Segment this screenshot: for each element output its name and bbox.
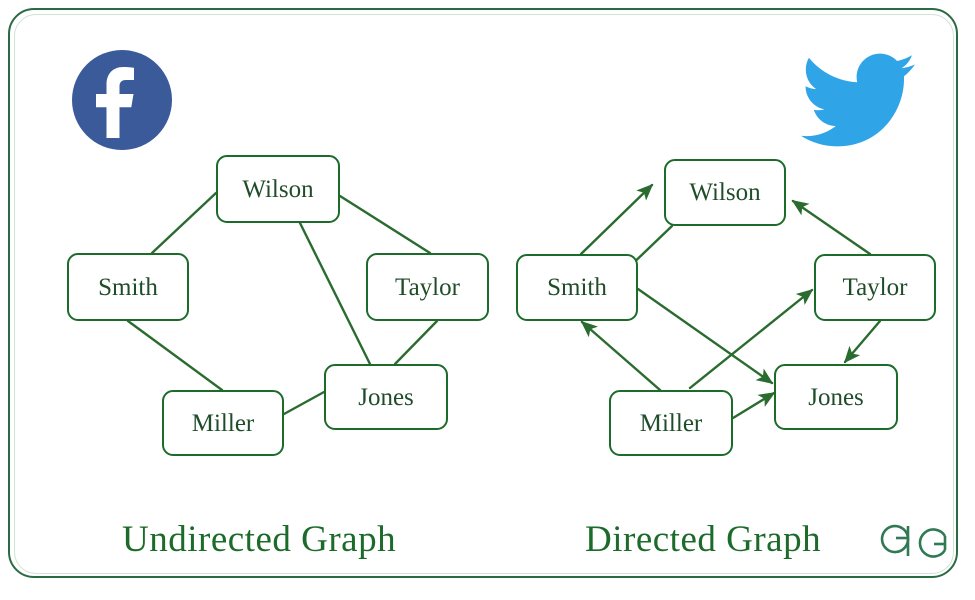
facebook-f-icon: [96, 67, 134, 138]
node-label: Wilson: [689, 179, 761, 206]
node-undirected-jones[interactable]: Jones: [324, 364, 448, 430]
facebook-logo: [72, 50, 172, 150]
node-undirected-miller[interactable]: Miller: [162, 390, 284, 456]
caption-undirected-graph: Undirected Graph: [122, 519, 397, 560]
node-label: Smith: [547, 274, 607, 301]
node-directed-jones[interactable]: Jones: [774, 364, 898, 430]
node-label: Taylor: [842, 274, 908, 301]
node-undirected-taylor[interactable]: Taylor: [366, 253, 489, 321]
node-directed-miller[interactable]: Miller: [609, 390, 733, 456]
node-directed-wilson[interactable]: Wilson: [664, 159, 786, 226]
twitter-bird-icon: [800, 53, 915, 147]
node-label: Miller: [191, 409, 255, 437]
node-label: Wilson: [242, 175, 314, 203]
outer-frame-border: [8, 8, 958, 578]
node-label: Smith: [98, 273, 158, 301]
node-label: Jones: [808, 383, 864, 411]
node-label: Taylor: [395, 273, 460, 301]
node-label: Miller: [639, 409, 703, 437]
geeksforgeeks-watermark-icon: [880, 524, 947, 558]
node-undirected-wilson[interactable]: Wilson: [216, 155, 340, 223]
node-directed-smith[interactable]: Smith: [516, 254, 638, 321]
node-undirected-smith[interactable]: Smith: [67, 253, 189, 321]
node-directed-taylor[interactable]: Taylor: [814, 254, 936, 321]
caption-directed-graph: Directed Graph: [585, 519, 822, 560]
node-label: Jones: [358, 383, 414, 411]
